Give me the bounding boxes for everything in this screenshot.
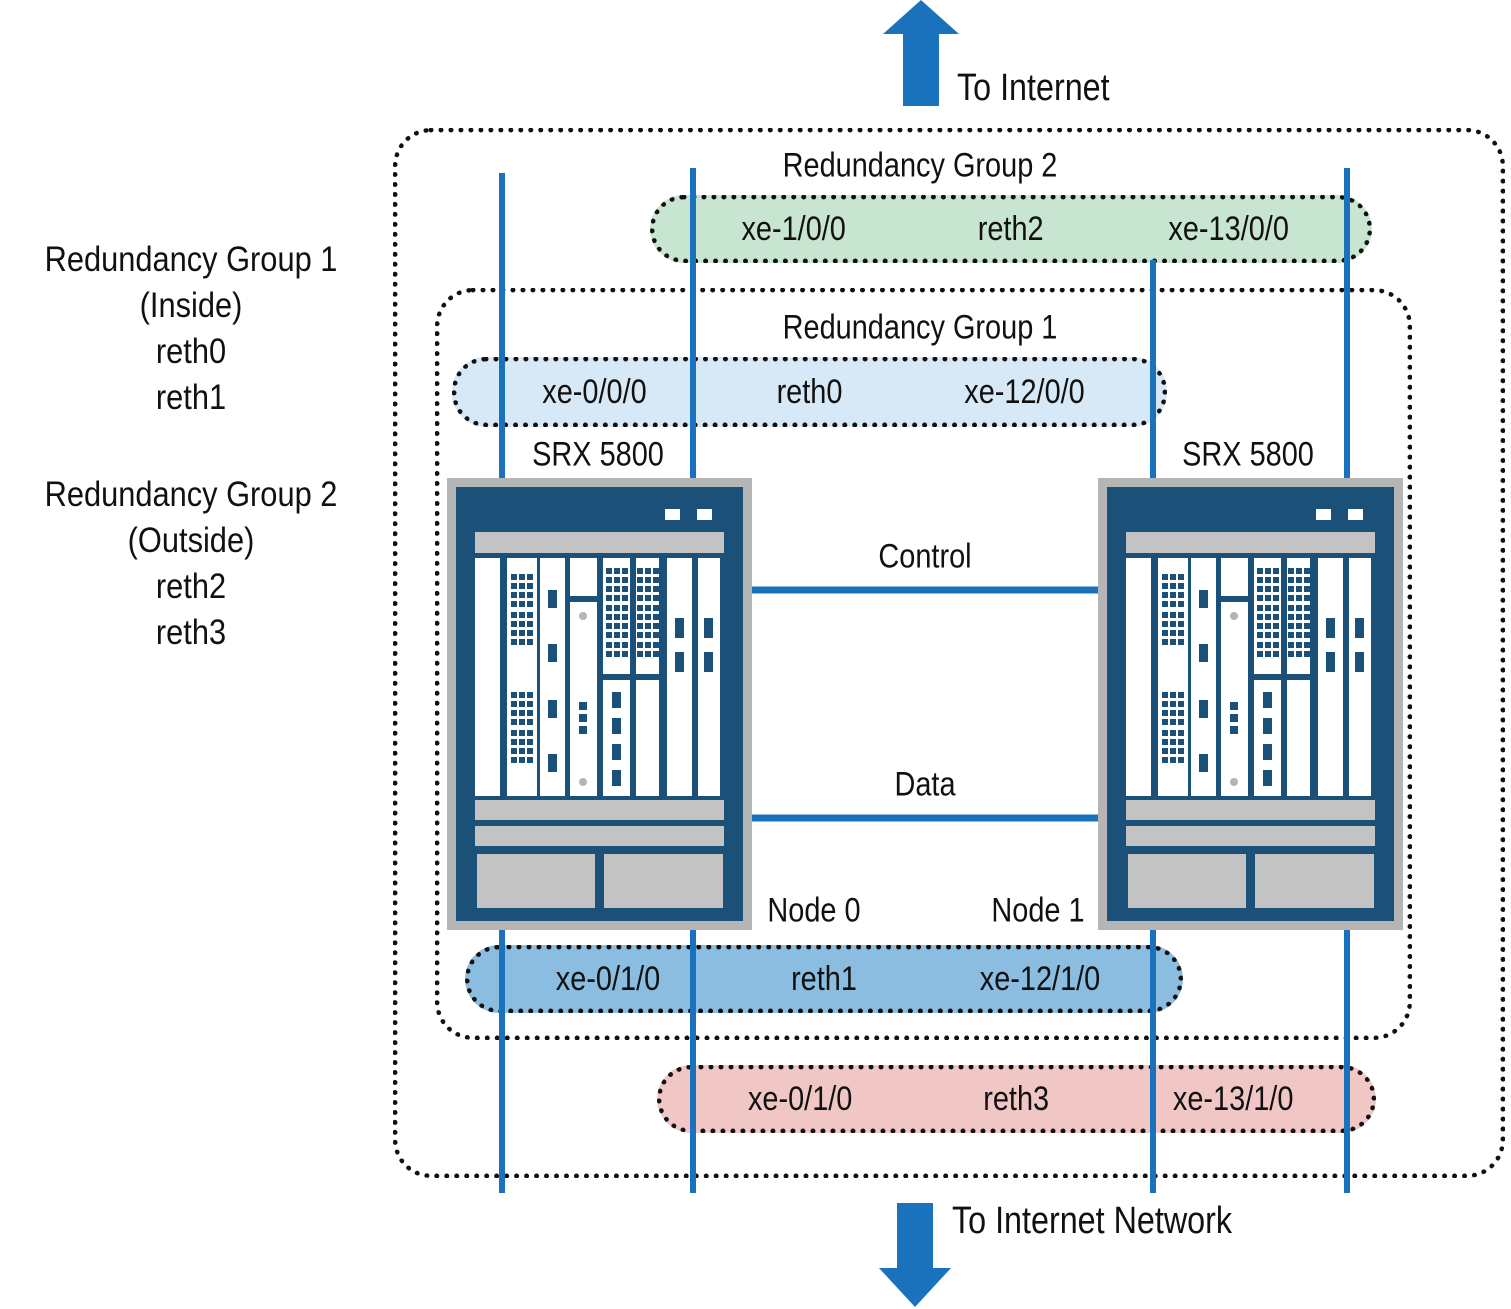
pill-reth2: xe-1/0/0 reth2 xe-13/0/0: [650, 195, 1372, 263]
pill-reth0-right-interface: xe-12/0/0: [964, 372, 1085, 411]
legend-group2-item-reth2: reth2: [155, 567, 227, 606]
to-internet-label: To Internet: [957, 67, 1110, 109]
legend-spacer: [23, 421, 359, 472]
to-internet-network-arrow-icon: [879, 1203, 951, 1307]
redundancy-group-2-zone: [393, 128, 1505, 1178]
pill-reth3: xe-0/1/0 reth3 xe-13/1/0: [657, 1065, 1376, 1133]
pill-reth2-left-interface: xe-1/0/0: [741, 209, 846, 248]
pill-reth0-left-interface: xe-0/0/0: [542, 372, 647, 411]
pill-reth3-name: reth3: [983, 1079, 1050, 1118]
srx5800-chassis-node1: [1098, 478, 1403, 930]
pill-reth0: xe-0/0/0 reth0 xe-12/0/0: [452, 357, 1167, 427]
srx5800-label-node0: SRX 5800: [532, 435, 664, 474]
legend-group2-item-reth3: reth3: [155, 613, 227, 652]
redundancy-group-1-zone: [435, 288, 1412, 1040]
legend-group1-item-reth0: reth0: [155, 332, 227, 371]
pill-reth3-left-interface: xe-0/1/0: [747, 1079, 853, 1118]
pill-reth1: xe-0/1/0 reth1 xe-12/1/0: [465, 945, 1183, 1013]
node0-label: Node 0: [767, 891, 861, 930]
srx5800-chassis-node0: [447, 478, 752, 930]
inner-zone-title: Redundancy Group 1: [782, 308, 1058, 347]
legend-group1-title: Redundancy Group 1 (Inside): [44, 240, 338, 325]
pill-reth1-name: reth1: [791, 959, 857, 998]
data-link-label: Data: [894, 765, 956, 804]
pill-reth3-right-interface: xe-13/1/0: [1172, 1079, 1294, 1118]
to-internet-arrow-icon: [883, 0, 959, 106]
legend-group1-item-reth1: reth1: [155, 378, 227, 417]
legend: Redundancy Group 1 (Inside) reth0 reth1 …: [23, 237, 359, 656]
node1-label: Node 1: [991, 891, 1085, 930]
pill-reth1-right-interface: xe-12/1/0: [979, 959, 1101, 998]
srx5800-label-node1: SRX 5800: [1182, 435, 1314, 474]
pill-reth2-name: reth2: [978, 209, 1044, 248]
outer-zone-title: Redundancy Group 2: [782, 146, 1058, 185]
pill-reth2-right-interface: xe-13/0/0: [1168, 209, 1289, 248]
pill-reth0-name: reth0: [776, 372, 843, 411]
to-internet-network-label: To Internet Network: [952, 1200, 1233, 1242]
control-link-label: Control: [878, 537, 972, 576]
pill-reth1-left-interface: xe-0/1/0: [555, 959, 661, 998]
legend-group2-title: Redundancy Group 2 (Outside): [44, 475, 338, 560]
